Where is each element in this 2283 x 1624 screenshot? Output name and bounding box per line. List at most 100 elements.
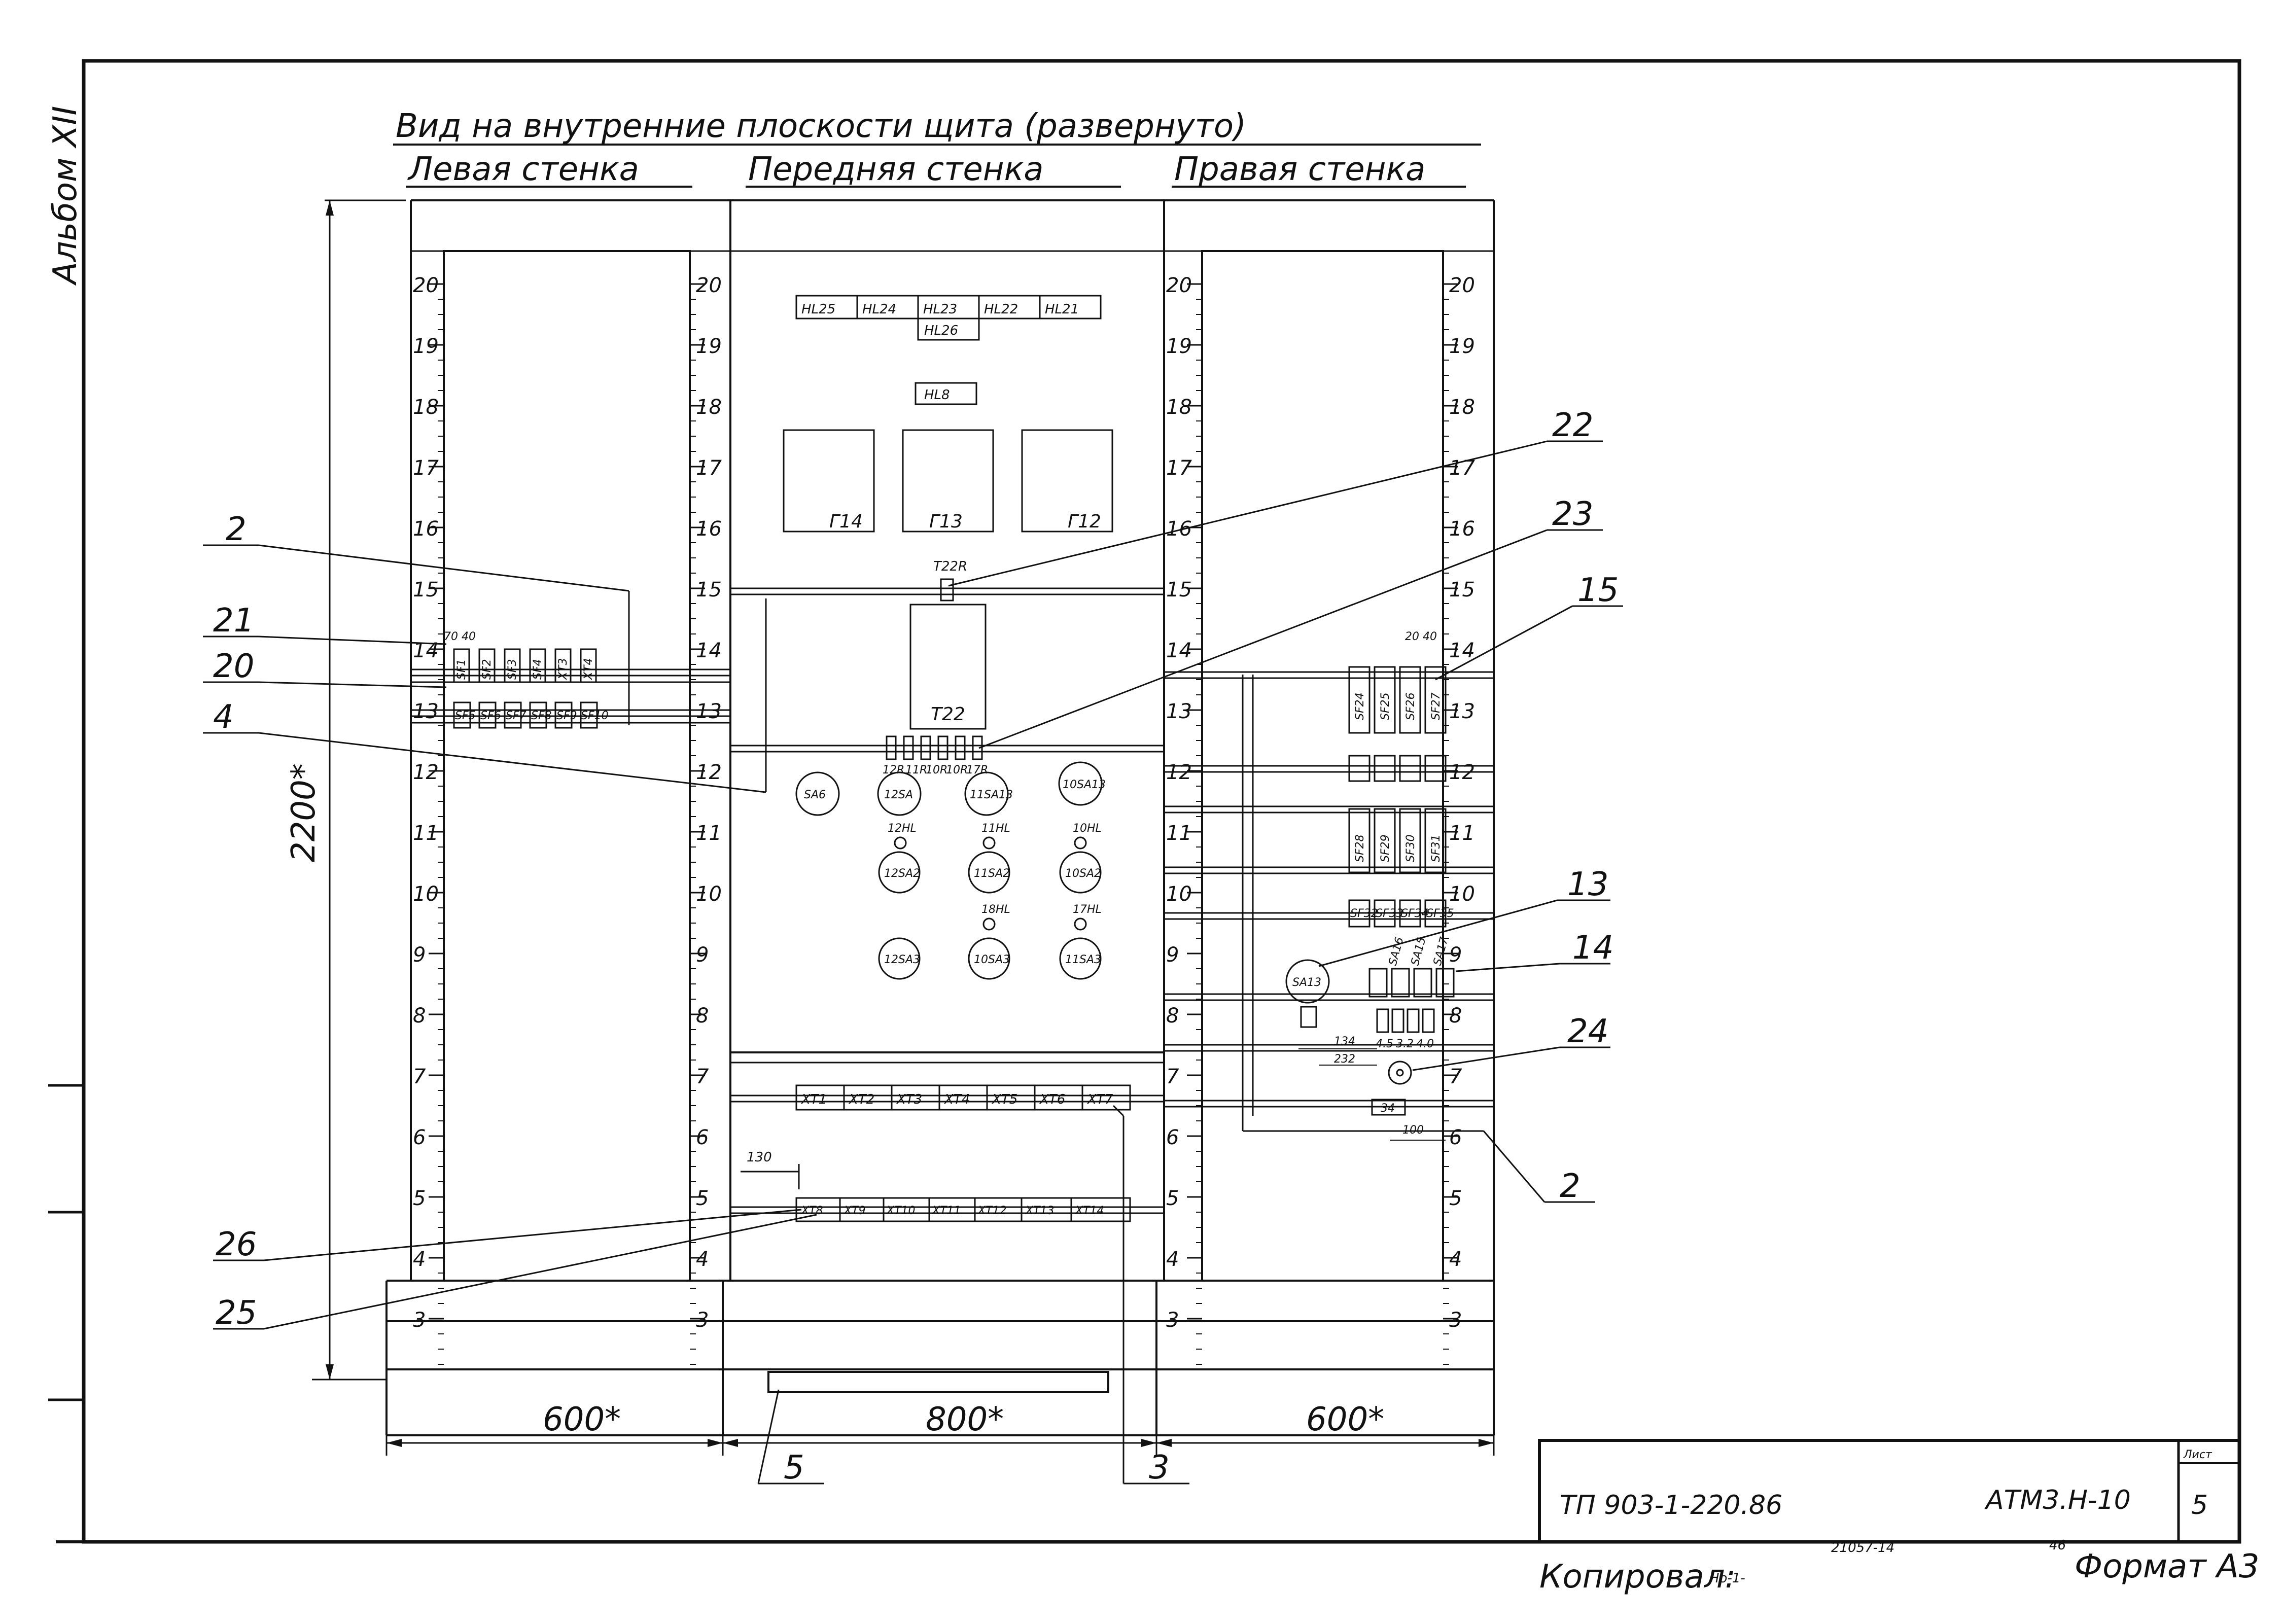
cabinet-outline xyxy=(385,199,1495,1436)
rail-number: 15 xyxy=(696,578,722,602)
switch-11sa2 xyxy=(968,851,1010,894)
lamp-12hl: 12HL xyxy=(888,822,917,835)
rail-number: 4 xyxy=(1166,1248,1179,1271)
lamp-hl23: HL23 xyxy=(923,302,957,317)
rail-number: 18 xyxy=(413,396,439,419)
terminal-xt13: XT13 xyxy=(1025,1205,1055,1217)
breaker-sf28: SF28 xyxy=(1354,834,1366,862)
right-dim-20-40: 20 40 xyxy=(1405,630,1437,643)
right-small-relay xyxy=(1300,1006,1317,1028)
front-wall-header: Передняя стенка xyxy=(748,151,1044,188)
callout-24: 24 xyxy=(1567,1013,1608,1050)
left-block-xt3: XT3 xyxy=(557,658,570,680)
breaker-sf35: SF35 xyxy=(1426,907,1454,920)
rail-number: 18 xyxy=(696,396,722,419)
callout-20: 20 xyxy=(213,648,254,685)
left-block-sf4: SF4 xyxy=(532,659,544,680)
fuse-label-3: 4.0 xyxy=(1416,1038,1434,1050)
rail-number: 18 xyxy=(1166,396,1192,419)
sheet-frame xyxy=(82,59,2241,1544)
left-wall-header: Левая стенка xyxy=(407,151,639,188)
rail-number: 7 xyxy=(696,1065,709,1088)
switch-12sa3 xyxy=(878,937,921,980)
left-block-sf5: SF5 xyxy=(455,710,476,722)
switch-12sa2-label: 12SA2 xyxy=(884,867,920,880)
callout-3: 3 xyxy=(1149,1449,1170,1487)
callout-25: 25 xyxy=(216,1294,257,1332)
callout-23: 23 xyxy=(1552,496,1593,533)
breaker-sf32: SF32 xyxy=(1350,907,1378,920)
left-block-sf1: SF1 xyxy=(455,659,468,680)
rail-number: 14 xyxy=(1449,639,1475,662)
callout-2-right: 2 xyxy=(1560,1168,1580,1205)
plinth-bar xyxy=(767,1371,1109,1393)
lamp-hl8: HL8 xyxy=(924,387,950,403)
album-label: Альбом XII xyxy=(47,106,84,286)
title-block xyxy=(1538,1439,2241,1543)
meter-g12-label: Г12 xyxy=(1068,511,1101,532)
front-switches: SA6 12SA 11SA13 10SA13 12HL 11HL 10HL 12… xyxy=(795,761,1106,980)
rail-number: 10 xyxy=(1166,882,1192,906)
rail-number: 3 xyxy=(1449,1309,1462,1332)
front-meters: Г14 Г13 Г12 xyxy=(783,429,1113,533)
rail-number: 6 xyxy=(696,1126,709,1149)
title-block-code: АТМ3.Н-10 xyxy=(1984,1485,2131,1515)
rail-number: 16 xyxy=(1449,517,1475,541)
rail-number: 17 xyxy=(696,456,722,480)
rail-number: 19 xyxy=(696,335,722,358)
rail-number: 20 xyxy=(413,274,439,297)
dimension-lines xyxy=(312,199,1495,1456)
rail-number: 19 xyxy=(413,335,439,358)
rail-number: 19 xyxy=(1449,335,1475,358)
drawing-title: Вид на внутренние плоскости щита (развер… xyxy=(396,108,1246,145)
right-small-switches: SA16 SA15 SA17 xyxy=(1368,936,1455,998)
front-lamp-strip: HL25 HL24 HL23 HL22 HL21 HL26 xyxy=(795,295,1102,341)
terminal-xt7: XT7 xyxy=(1086,1092,1113,1107)
terminal-xt9: XT9 xyxy=(844,1205,866,1217)
rail-number: 9 xyxy=(1166,943,1179,967)
rail-number: 6 xyxy=(1166,1126,1179,1149)
rail-number: 3 xyxy=(1166,1309,1179,1332)
left-block-row2: SF5 SF6 SF7 SF8 SF9 SF10 xyxy=(453,701,609,729)
breaker-sf26: SF26 xyxy=(1404,692,1417,720)
rail-number: 3 xyxy=(696,1309,709,1332)
lamp-hl26: HL26 xyxy=(924,323,958,338)
rail-number: 7 xyxy=(1449,1065,1462,1088)
dim-right-width-600: 600* xyxy=(1306,1401,1384,1438)
callout-5: 5 xyxy=(784,1449,804,1487)
breaker-sf30: SF30 xyxy=(1404,834,1417,862)
rail-number: 7 xyxy=(1166,1065,1179,1088)
callout-15: 15 xyxy=(1577,572,1619,609)
footer-copied-signature: Но-1- xyxy=(1709,1571,1745,1586)
switch-sa13-label: SA13 xyxy=(1292,976,1321,989)
terminal-xt11: XT11 xyxy=(932,1205,961,1217)
switch-sa16: SA16 xyxy=(1387,936,1407,967)
footer-format: Формат А3 xyxy=(2075,1548,2260,1585)
rail-number: 8 xyxy=(696,1004,709,1028)
right-breakers-b: SF28 SF29 SF30 SF31 xyxy=(1348,808,1447,873)
terminal-xt10: XT10 xyxy=(886,1205,916,1217)
footer-copied: Копировал: xyxy=(1539,1558,1736,1596)
rail-number: 11 xyxy=(696,822,722,845)
rail-number: 18 xyxy=(1449,396,1475,419)
dim-height-2200: 2200* xyxy=(285,763,323,862)
transformer-t22 xyxy=(909,604,987,730)
lamp-11hl: 11HL xyxy=(981,822,1010,835)
rail-number: 9 xyxy=(413,943,426,967)
rail-number: 7 xyxy=(413,1065,426,1088)
switch-12sa2 xyxy=(878,851,921,894)
right-dim-232: 232 xyxy=(1334,1053,1355,1066)
rail-number: 16 xyxy=(413,517,439,541)
lamp-18hl: 18HL xyxy=(981,903,1010,916)
switch-10sa3 xyxy=(968,937,1010,980)
breaker-sf31: SF31 xyxy=(1430,834,1443,862)
footer-sub-number: 46 xyxy=(2049,1538,2066,1553)
terminal-xt14: XT14 xyxy=(1075,1205,1104,1217)
rail-number: 8 xyxy=(413,1004,426,1028)
terminal-xt2: XT2 xyxy=(848,1092,874,1107)
left-block-sf10: SF10 xyxy=(581,710,609,722)
meter-g13 xyxy=(902,429,994,533)
left-block-sf9: SF9 xyxy=(556,710,577,722)
lamp-hl8-frame xyxy=(915,382,977,405)
